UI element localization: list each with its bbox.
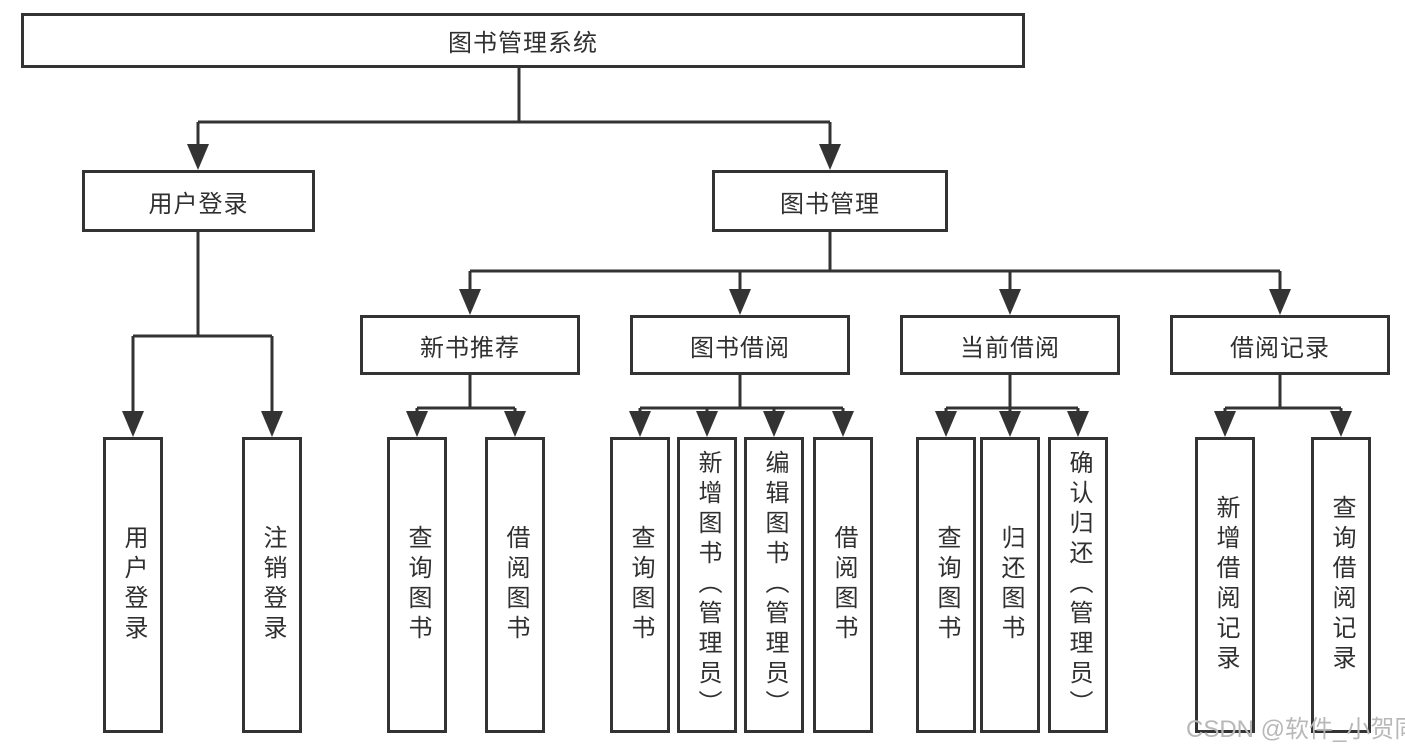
node-label: 确认归还（管理员） bbox=[1065, 450, 1092, 720]
arrowheads bbox=[122, 144, 1352, 437]
leaf-query-borrow-record: 查询借阅记录 bbox=[1311, 437, 1371, 733]
node-borrow-records: 借阅记录 bbox=[1170, 315, 1390, 375]
node-label: 归还图书 bbox=[997, 525, 1024, 645]
node-label: 当前借阅 bbox=[960, 334, 1060, 362]
leaf-edit-books-admin: 编辑图书（管理员） bbox=[744, 437, 804, 733]
node-label: 注销登录 bbox=[259, 525, 286, 645]
node-label: 新增借阅记录 bbox=[1212, 495, 1239, 675]
node-label: 新书推荐 bbox=[420, 334, 520, 362]
leaf-return-books: 归还图书 bbox=[980, 437, 1040, 733]
node-label: 查询图书 bbox=[404, 525, 431, 645]
leaf-query-books-borrow: 查询图书 bbox=[610, 437, 670, 733]
node-label: 新增图书（管理员） bbox=[694, 450, 721, 720]
node-current-borrow: 当前借阅 bbox=[900, 315, 1120, 375]
leaf-query-books-current: 查询图书 bbox=[916, 437, 976, 733]
node-label: 用户登录 bbox=[120, 525, 147, 645]
leaf-borrow-books-recommend: 借阅图书 bbox=[485, 437, 545, 733]
leaf-add-books-admin: 新增图书（管理员） bbox=[677, 437, 737, 733]
csdn-watermark: CSDN @软件_小贺同学 bbox=[1186, 716, 1405, 743]
node-label: 编辑图书（管理员） bbox=[761, 450, 788, 720]
leaf-logout: 注销登录 bbox=[242, 437, 302, 733]
node-label: 图书管理系统 bbox=[448, 30, 598, 57]
node-label: 查询图书 bbox=[933, 525, 960, 645]
node-root-system: 图书管理系统 bbox=[21, 13, 1025, 68]
node-book-borrow: 图书借阅 bbox=[630, 315, 850, 375]
node-label: 图书借阅 bbox=[690, 334, 790, 362]
leaf-confirm-return-admin: 确认归还（管理员） bbox=[1048, 437, 1108, 733]
node-book-management: 图书管理 bbox=[712, 170, 948, 232]
node-label: 图书管理 bbox=[780, 190, 880, 218]
leaf-query-books-recommend: 查询图书 bbox=[387, 437, 447, 733]
node-label: 查询借阅记录 bbox=[1328, 495, 1355, 675]
node-user-login: 用户登录 bbox=[82, 170, 315, 232]
node-label: 用户登录 bbox=[148, 190, 249, 218]
node-label: 借阅图书 bbox=[502, 525, 529, 645]
leaf-add-borrow-record: 新增借阅记录 bbox=[1195, 437, 1255, 733]
node-label: 借阅图书 bbox=[830, 525, 857, 645]
node-new-book-recommend: 新书推荐 bbox=[360, 315, 580, 375]
leaf-borrow-books: 借阅图书 bbox=[813, 437, 873, 733]
node-label: 借阅记录 bbox=[1230, 334, 1330, 362]
node-label: 查询图书 bbox=[627, 525, 654, 645]
leaf-user-login: 用户登录 bbox=[103, 437, 163, 733]
